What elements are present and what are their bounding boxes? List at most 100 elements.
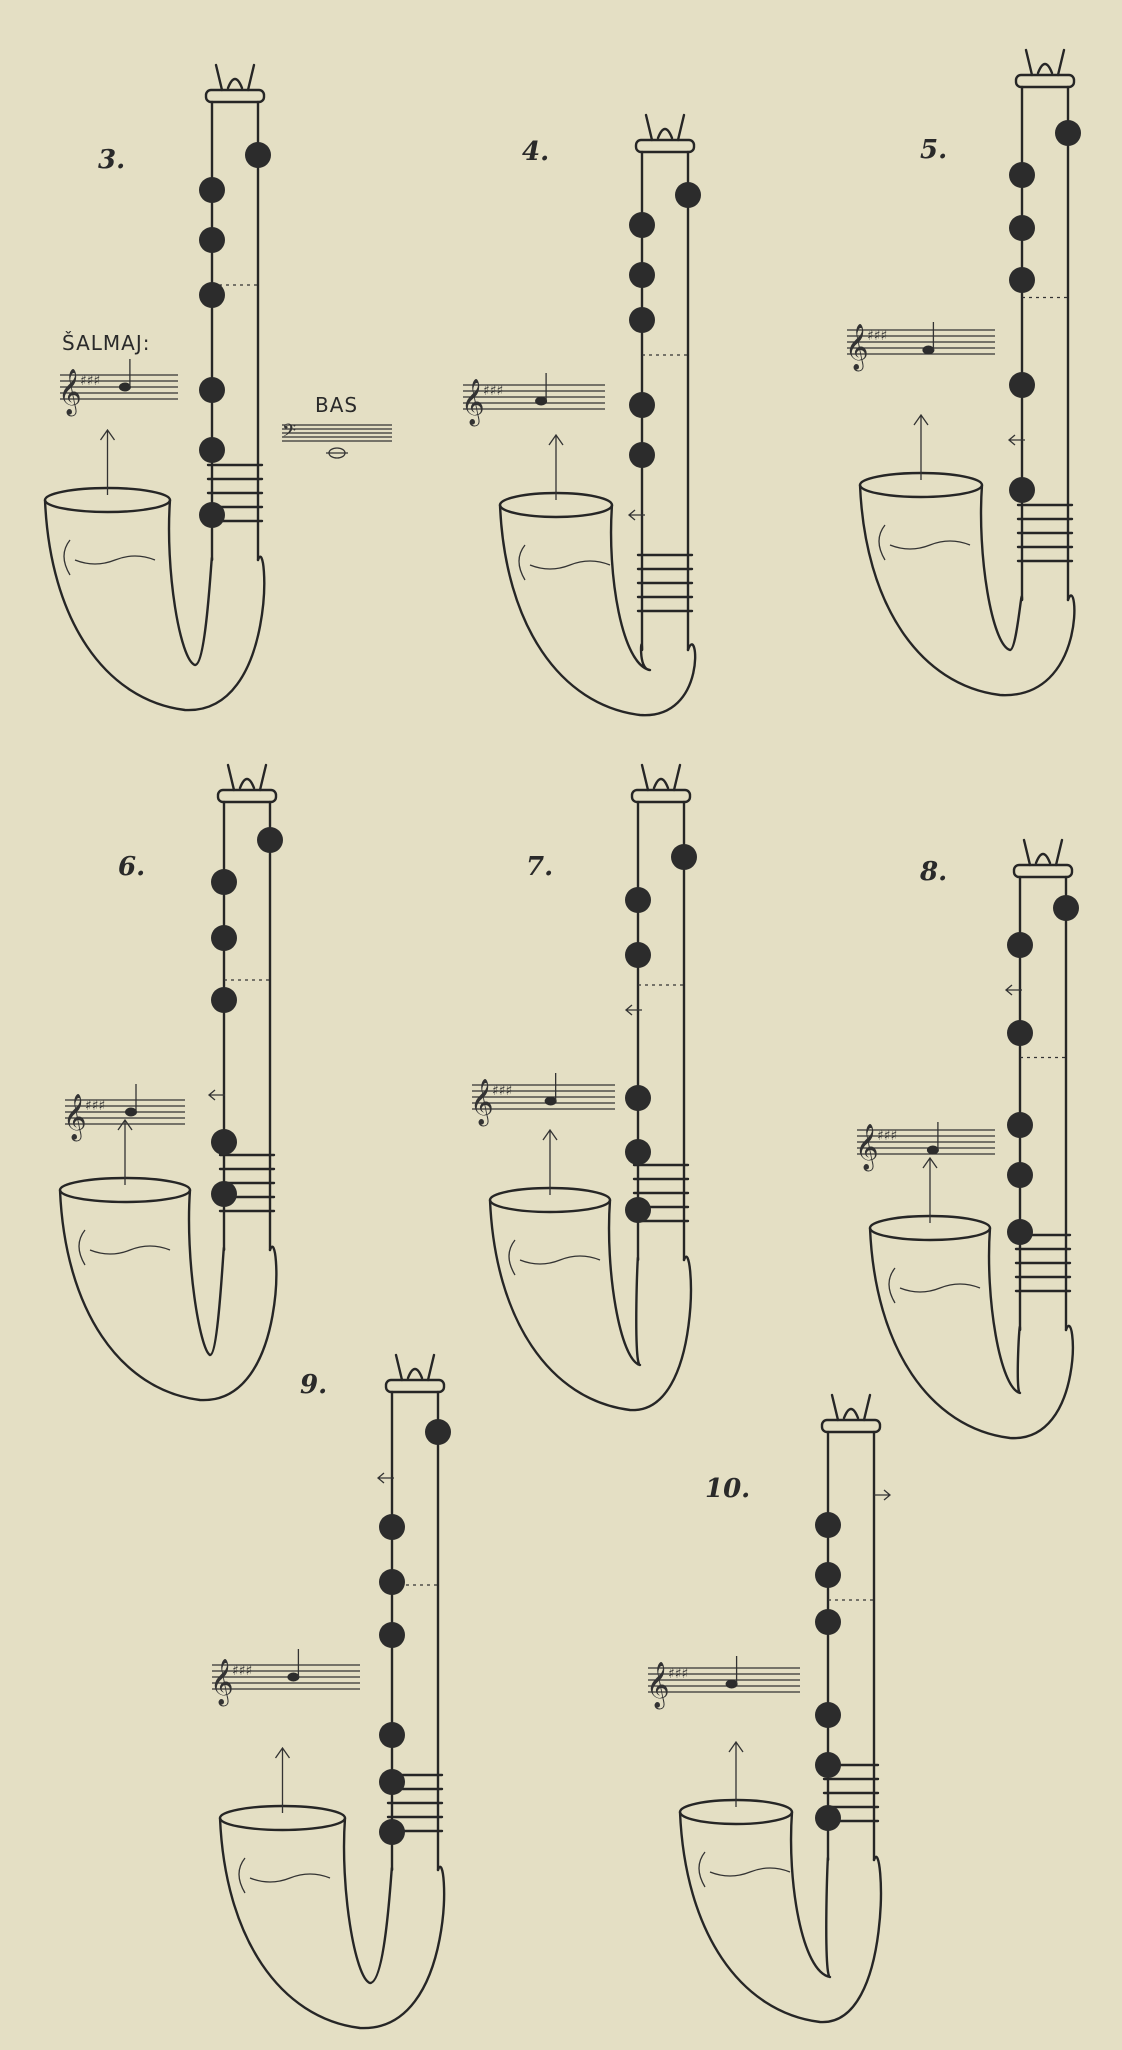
open-hole-arrow-icon [874, 1489, 892, 1501]
note-head [287, 1672, 300, 1682]
key-signature-sharps: ♯♯♯ [483, 383, 503, 399]
key-signature-sharps: ♯♯♯ [232, 1663, 252, 1679]
pitch-arrow-icon [728, 1740, 744, 1807]
thumb-hole-closed [1053, 895, 1079, 921]
pitch-arrow-icon [913, 413, 929, 480]
finger-hole-closed [625, 1085, 651, 1111]
treble-clef-icon: 𝄞 [58, 369, 82, 417]
treble-clef-icon: 𝄞 [470, 1079, 494, 1127]
instrument-figure: 8. 𝄞♯♯♯ [855, 838, 1079, 1440]
finger-hole-closed [1009, 162, 1035, 188]
finger-hole-closed [211, 925, 237, 951]
treble-clef-icon: 𝄞 [646, 1662, 670, 1710]
note-head [926, 1145, 939, 1155]
top-cap [634, 138, 696, 154]
finger-hole-closed [815, 1702, 841, 1728]
finger-hole-closed [625, 1139, 651, 1165]
figure-number: 5. [920, 135, 947, 165]
pitch-arrow-icon [99, 428, 116, 495]
finger-hole-closed [1007, 932, 1033, 958]
top-cap [1012, 863, 1074, 879]
note-head [544, 1096, 557, 1106]
finger-hole-closed [211, 1181, 237, 1207]
finger-hole-closed [1009, 215, 1035, 241]
instrument-figure: 7. 𝄞♯♯♯ [470, 763, 697, 1412]
finger-hole-closed [199, 282, 225, 308]
horn-decoration [518, 544, 611, 581]
music-staff: 𝄞♯♯♯ [210, 1649, 360, 1707]
finger-hole-closed [629, 307, 655, 333]
reed-icon [640, 763, 682, 792]
note-head [118, 382, 131, 392]
instrument-figure: 10. 𝄞♯♯♯ [646, 1393, 892, 2024]
finger-hole-closed [1009, 372, 1035, 398]
open-hole-arrow-icon [376, 1472, 394, 1484]
finger-hole-closed [199, 177, 225, 203]
figure-number: 3. [98, 145, 125, 175]
key-signature-sharps: ♯♯♯ [80, 373, 100, 389]
music-staff: 𝄞♯♯♯ [845, 322, 995, 372]
finger-hole-closed [629, 262, 655, 288]
horn-decoration [878, 524, 971, 561]
finger-hole-closed [379, 1622, 405, 1648]
open-hole-arrow-icon [1004, 984, 1022, 996]
tube-body [636, 800, 686, 1262]
open-hole-arrow-icon [1007, 434, 1025, 446]
instrument-figure: 5. 𝄞♯♯♯ [845, 48, 1081, 697]
finger-hole-closed [379, 1819, 405, 1845]
horn-decoration [238, 1857, 331, 1894]
tube-body [210, 100, 260, 562]
thumb-hole-closed [675, 182, 701, 208]
reed-icon [830, 1393, 872, 1422]
horn-body [488, 1198, 693, 1412]
key-signature-sharps: ♯♯♯ [668, 1666, 688, 1682]
music-staff: 𝄞♯♯♯ [461, 373, 605, 427]
pitch-arrow-icon [274, 1746, 291, 1813]
horn-body [58, 1188, 278, 1402]
thumb-hole-closed [245, 142, 271, 168]
finger-hole-closed [211, 987, 237, 1013]
figure-number: 8. [919, 857, 947, 887]
music-staff: 𝄞♯♯♯ [470, 1073, 615, 1127]
figure-number: 4. [522, 137, 549, 167]
reed-icon [214, 63, 256, 92]
thumb-hole-closed [671, 844, 697, 870]
finger-hole-closed [815, 1805, 841, 1831]
horn-decoration [78, 1229, 171, 1266]
instrument-figure: 3. 𝄞♯♯♯ [43, 63, 271, 712]
horn-decoration [888, 1267, 981, 1304]
bass-clef-icon: 𝄢 [282, 421, 296, 446]
treble-clef-icon: 𝄞 [855, 1124, 879, 1172]
horn-body [218, 1816, 446, 2030]
thumb-hole-closed [257, 827, 283, 853]
finger-hole-closed [211, 1129, 237, 1155]
tube-body [826, 1430, 876, 1862]
instrument-figure: 4. 𝄞♯♯♯ [461, 113, 701, 717]
top-cap [820, 1418, 882, 1434]
thumb-hole-closed [1055, 120, 1081, 146]
figure-number: 6. [118, 852, 145, 882]
top-cap [216, 788, 278, 804]
figure-number: 7. [526, 852, 553, 882]
key-signature-sharps: ♯♯♯ [492, 1083, 512, 1099]
instrument-figure: 9. 𝄞♯♯♯ [210, 1353, 451, 2030]
music-staff: 𝄞♯♯♯ [855, 1122, 995, 1172]
thumb-hole-closed [425, 1419, 451, 1445]
figure-number: 9. [300, 1370, 327, 1400]
finger-hole-closed [815, 1609, 841, 1635]
instrument-figure: 6.𝄞♯♯♯ [58, 763, 283, 1402]
finger-hole-closed [625, 942, 651, 968]
horn-body [43, 498, 266, 712]
finger-hole-closed [199, 227, 225, 253]
pitch-arrow-icon [117, 1118, 133, 1185]
finger-hole-closed [199, 502, 225, 528]
finger-hole-closed [815, 1752, 841, 1778]
note-head [125, 1107, 137, 1117]
figure-number: 10. [705, 1474, 750, 1504]
treble-clef-icon: 𝄞 [63, 1094, 87, 1142]
finger-hole-closed [1007, 1219, 1033, 1245]
open-hole-arrow-icon [627, 509, 645, 521]
finger-hole-closed [629, 212, 655, 238]
finger-hole-closed [379, 1722, 405, 1748]
